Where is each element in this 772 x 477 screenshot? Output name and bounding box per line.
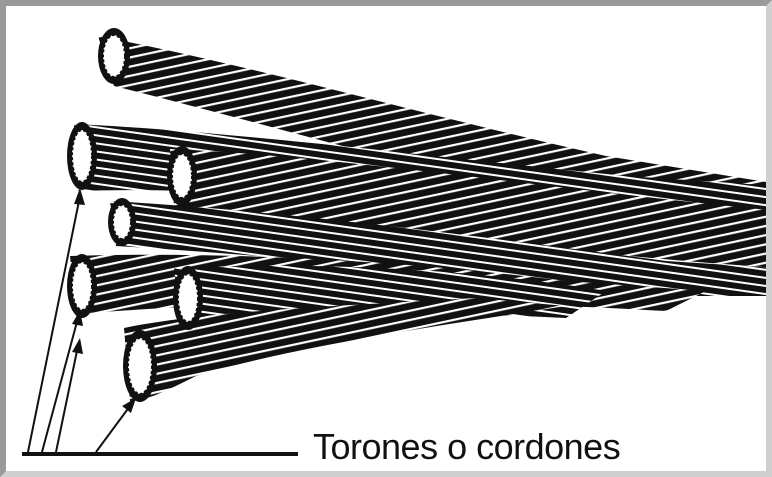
- callout-arrow-4: [96, 398, 136, 452]
- strand-end-middle-b: [108, 198, 136, 246]
- strand-end-lower-middle: [173, 266, 203, 330]
- strand-end-upper-left: [67, 122, 97, 190]
- caption-label: Torones o cordones: [313, 426, 620, 468]
- callout-arrow-3: [56, 338, 83, 452]
- strand-end-bottom: [123, 330, 157, 402]
- callout-arrow-2: [42, 310, 83, 452]
- strand-end-lower-left: [67, 254, 97, 318]
- strand-end-top: [98, 28, 130, 84]
- wire-rope-strands-illustration: [6, 6, 772, 477]
- strand-end-middle-a: [167, 146, 197, 206]
